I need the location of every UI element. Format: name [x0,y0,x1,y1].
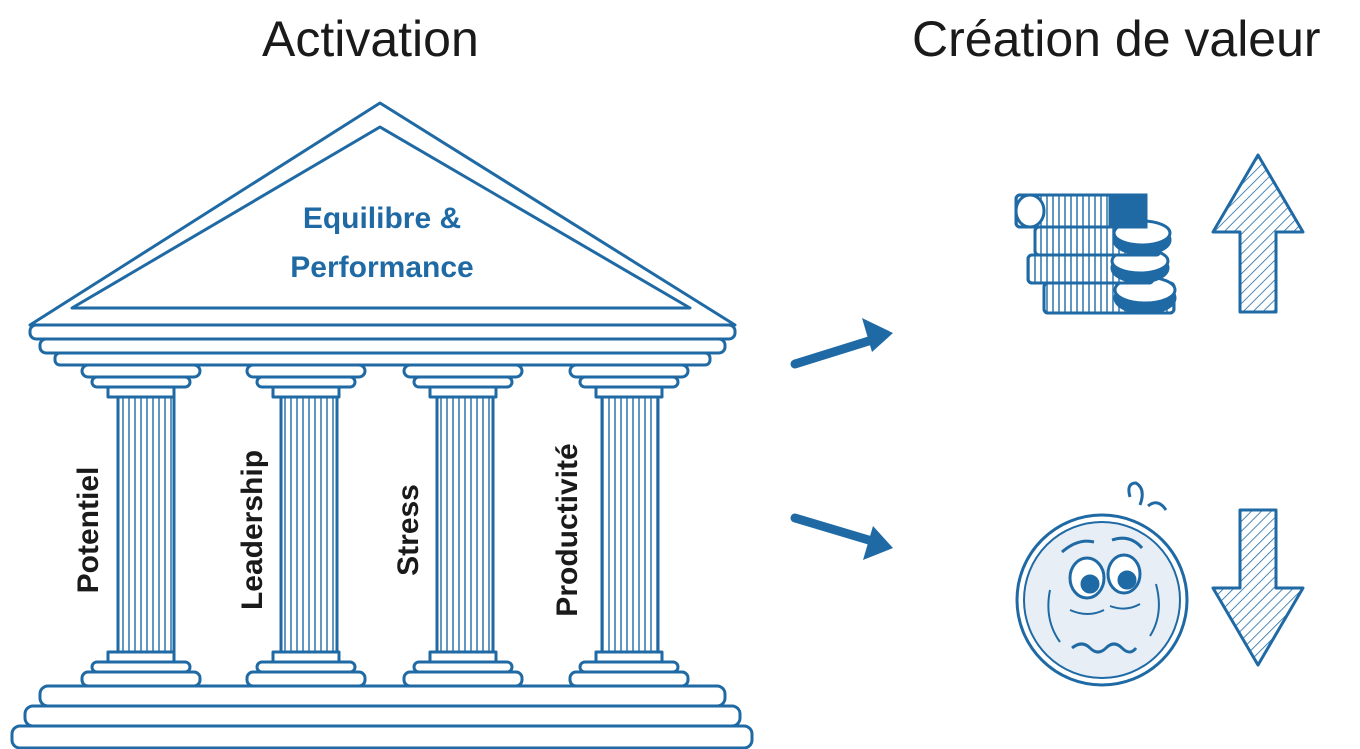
cornice-mid [38,337,727,355]
value-creation-heading: Création de valeur [912,11,1321,67]
pillar-2 [245,363,367,688]
pillar-1 [80,363,202,688]
pillar-4 [568,363,690,688]
architrave [53,351,712,367]
arrow-up-right-icon [790,318,893,369]
base-step-1 [38,684,727,708]
arrow-down-right-icon [790,513,893,560]
base-step-2 [23,704,742,728]
pediment-text-line2: Performance [290,251,473,284]
sad-face-icon [1015,481,1189,687]
activation-heading: Activation [262,11,479,67]
pillar-label-4: Productivité [551,443,584,616]
pediment-inner [70,125,692,310]
base-step-3 [10,724,754,749]
pediment-text-line1: Equilibre & [303,202,461,235]
pillar-label-1: Potentiel [72,467,105,594]
pillar-3 [402,363,524,688]
cornice-top [28,323,737,341]
pillar-label-2: Leadership [236,450,269,610]
coins-icon [1014,193,1177,315]
temple-icon [10,101,754,749]
pillar-label-3: Stress [392,484,425,576]
up-arrow-icon [1211,153,1305,314]
down-arrow-icon [1211,508,1305,667]
